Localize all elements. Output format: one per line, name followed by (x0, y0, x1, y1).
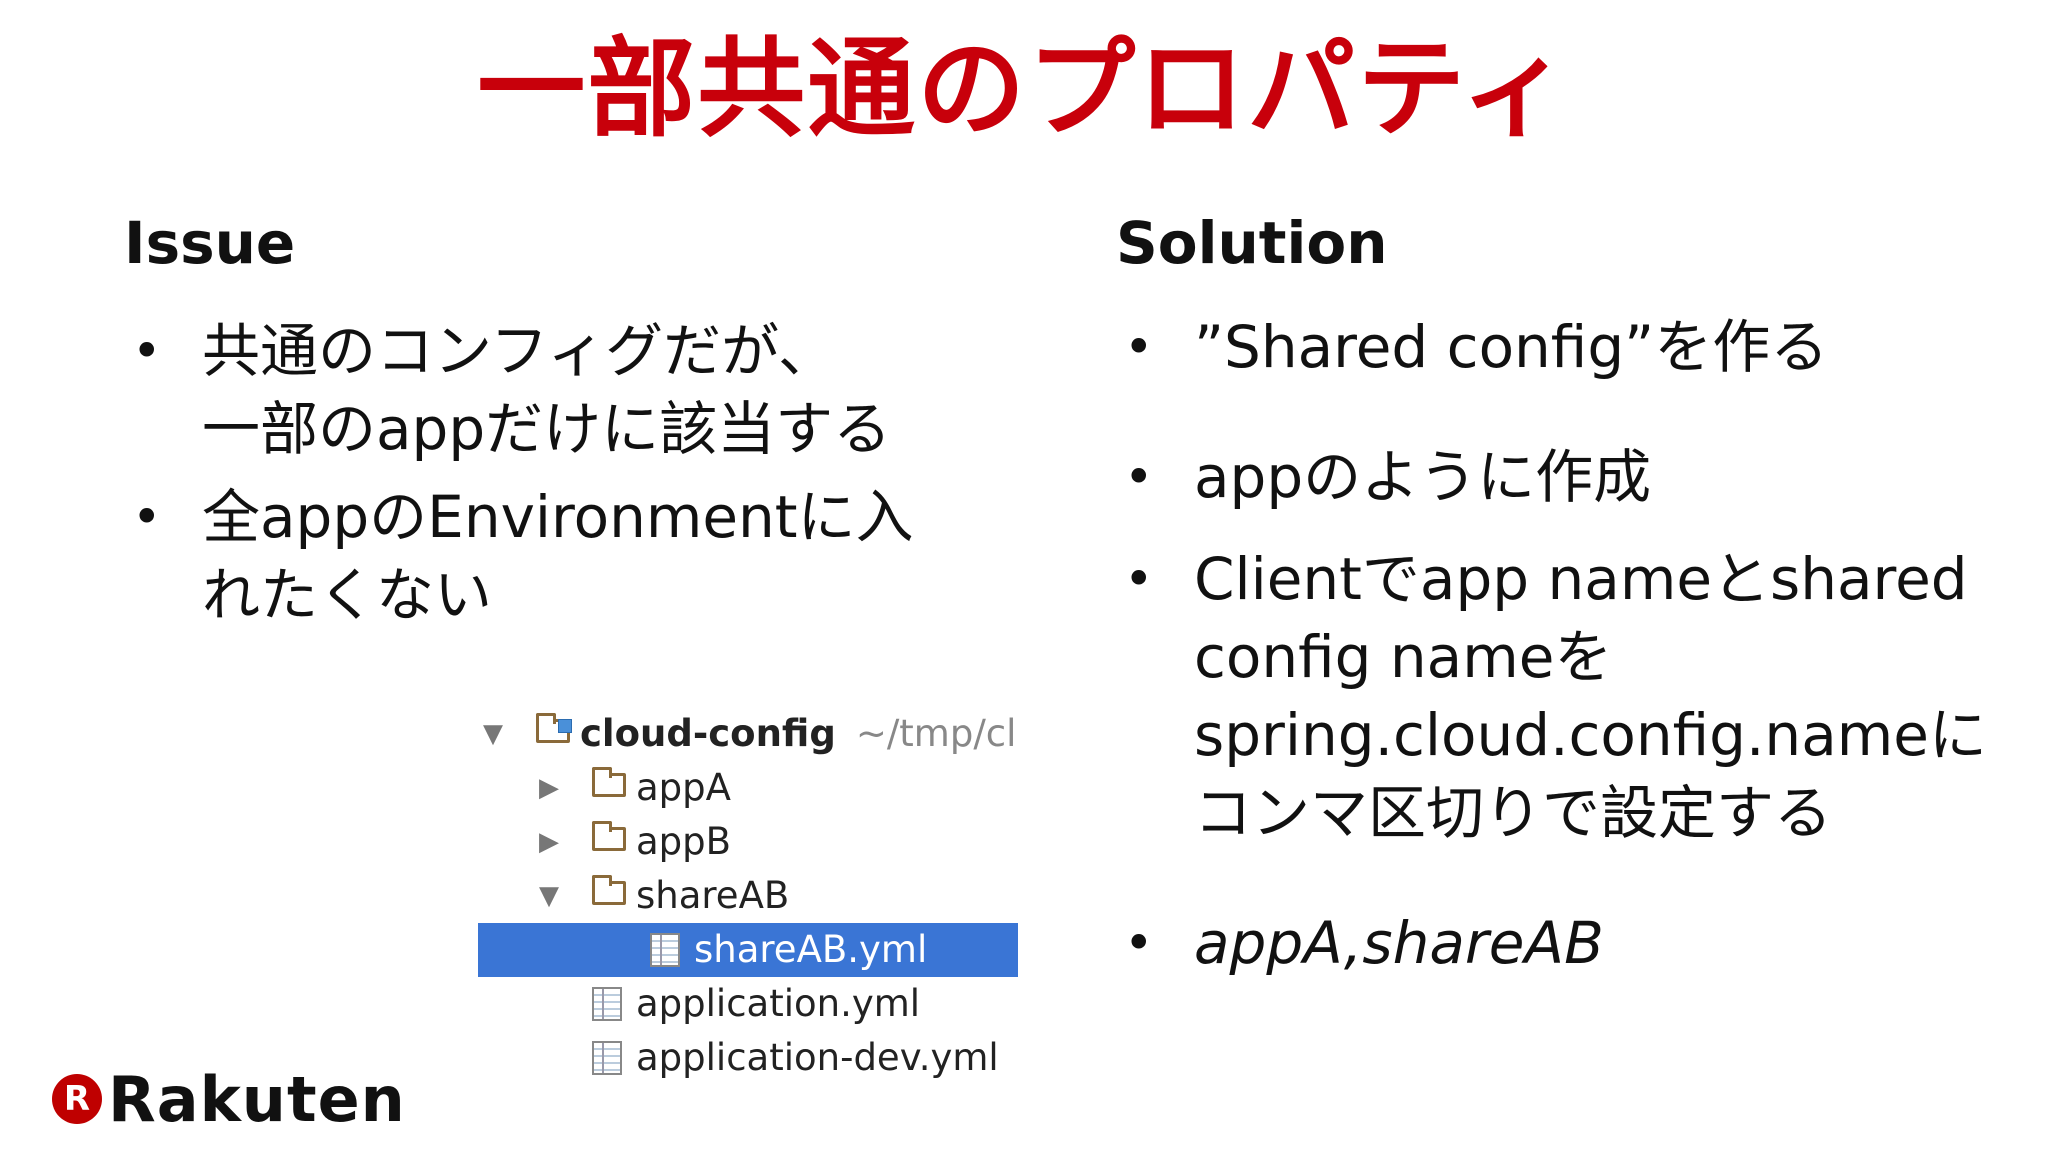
project-file-tree: ▼ cloud-config ~/tmp/cl ▶ appA ▶ appB ▼ s… (478, 707, 1018, 1095)
bullet-line: 全appのEnvironmentに入 (202, 483, 914, 551)
yml-file-icon (650, 933, 680, 967)
solution-bullet-4: appA,shareAB (1116, 904, 2016, 982)
bullet-line: appA,shareAB (1194, 909, 1604, 977)
issue-bullet-list: 共通のコンフィグだが、 一部のappだけに該当する 全appのEnvironme… (124, 312, 1004, 634)
bullet-line: コンマ区切りで設定する (1194, 779, 1833, 847)
rakuten-logo-icon: R (52, 1074, 102, 1124)
rakuten-logo: R Rakuten (52, 1062, 406, 1136)
bullet-line: Clientでapp nameとshared (1194, 545, 1968, 613)
solution-bullet-3: Clientでapp nameとshared config nameを spri… (1116, 540, 2016, 852)
tree-row-application-yml[interactable]: application.yml (478, 977, 1018, 1031)
solution-bullet-1: ”Shared config”を作る (1116, 308, 2016, 386)
solution-heading: Solution (1116, 209, 1388, 277)
tree-item-label: shareAB.yml (694, 928, 928, 971)
bullet-line: れたくない (202, 561, 493, 629)
tree-item-label: application.yml (636, 982, 921, 1025)
tree-item-name: cloud-config (580, 712, 836, 755)
tree-row-application-dev-yml[interactable]: application-dev.yml (478, 1031, 1018, 1085)
solution-bullet-2: appのように作成 (1116, 438, 2016, 516)
collapse-arrow-icon[interactable]: ▼ (539, 881, 559, 911)
collapse-arrow-icon[interactable]: ▼ (483, 719, 503, 749)
tree-item-label: appB (636, 820, 732, 863)
bullet-line: config nameを (1194, 623, 1613, 691)
bullet-line: 一部のappだけに該当する (202, 395, 892, 463)
module-badge-icon (558, 719, 572, 733)
yml-file-icon (592, 1041, 622, 1075)
issue-bullet-1: 共通のコンフィグだが、 一部のappだけに該当する (124, 312, 1004, 468)
tree-row-shareAB-yml[interactable]: shareAB.yml (478, 923, 1018, 977)
bullet-line: spring.cloud.config.nameに (1194, 701, 1987, 769)
issue-bullet-2: 全appのEnvironmentに入 れたくない (124, 478, 1004, 634)
tree-row-cloud-config[interactable]: ▼ cloud-config ~/tmp/cl (478, 707, 1018, 761)
issue-heading: Issue (124, 209, 296, 277)
yml-file-icon (592, 987, 622, 1021)
bullet-line: 共通のコンフィグだが、 (202, 317, 836, 385)
expand-arrow-icon[interactable]: ▶ (539, 773, 559, 803)
tree-item-path: ~/tmp/cl (855, 712, 1017, 755)
bullet-line: ”Shared config”を作る (1194, 313, 1829, 381)
tree-row-shareAB[interactable]: ▼ shareAB (478, 869, 1018, 923)
tree-row-appB[interactable]: ▶ appB (478, 815, 1018, 869)
slide-title: 一部共通のプロパティ (477, 27, 1571, 152)
expand-arrow-icon[interactable]: ▶ (539, 827, 559, 857)
bullet-line: appのように作成 (1194, 443, 1652, 511)
tree-item-label: shareAB (636, 874, 790, 917)
tree-row-appA[interactable]: ▶ appA (478, 761, 1018, 815)
solution-bullet-list: ”Shared config”を作る appのように作成 Clientでapp … (1116, 308, 2016, 982)
folder-icon (592, 767, 626, 797)
folder-icon (592, 821, 626, 851)
tree-item-label: application-dev.yml (636, 1036, 999, 1079)
rakuten-logo-text: Rakuten (108, 1062, 406, 1136)
tree-item-label: cloud-config ~/tmp/cl (580, 707, 1016, 761)
tree-item-label: appA (636, 766, 731, 809)
folder-icon (592, 875, 626, 905)
